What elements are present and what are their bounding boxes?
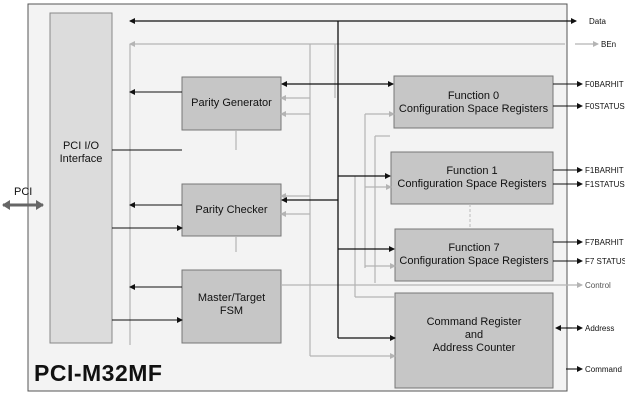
parity-checker-block (181, 183, 282, 237)
interface-wiring (112, 89, 183, 323)
function7-config-block (394, 228, 554, 282)
function0-config-block (393, 75, 554, 129)
command-register-block (394, 292, 554, 389)
function1-config-block (390, 151, 554, 205)
data-bus-wiring (129, 18, 577, 341)
pci-io-interface-block (49, 12, 113, 344)
output-signal-wiring (553, 81, 583, 372)
parity-generator-block (181, 76, 282, 131)
master-target-fsm-block (181, 269, 282, 344)
